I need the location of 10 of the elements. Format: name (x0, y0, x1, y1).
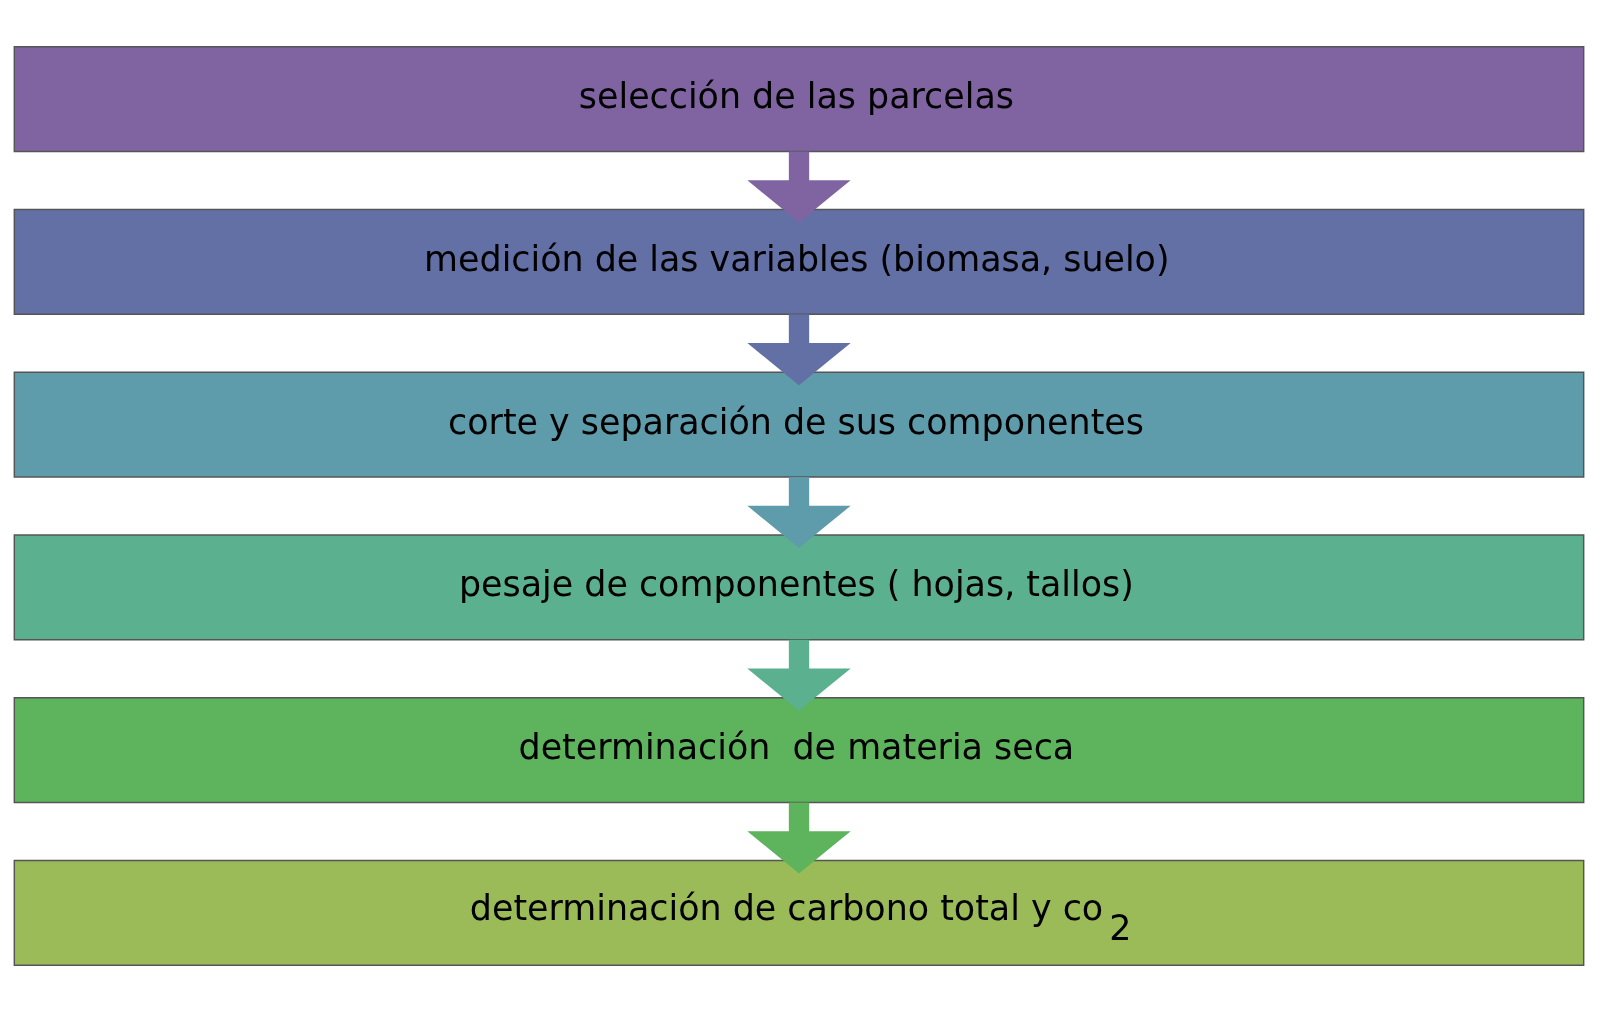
arrow (747, 151, 851, 222)
arrow (747, 639, 851, 711)
node-box: selección de las parcelas (13, 45, 1585, 152)
arrow (747, 802, 851, 873)
node-box: medición de las variables (biomasa, suelo) (13, 208, 1585, 315)
node-box: determinación de materia seca (13, 696, 1585, 803)
arrow (747, 476, 851, 548)
node-box: corte y separación de sus componentes (13, 371, 1585, 478)
arrow (747, 313, 851, 385)
node-box: pesaje de componentes ( hojas, tallos) (13, 533, 1585, 640)
